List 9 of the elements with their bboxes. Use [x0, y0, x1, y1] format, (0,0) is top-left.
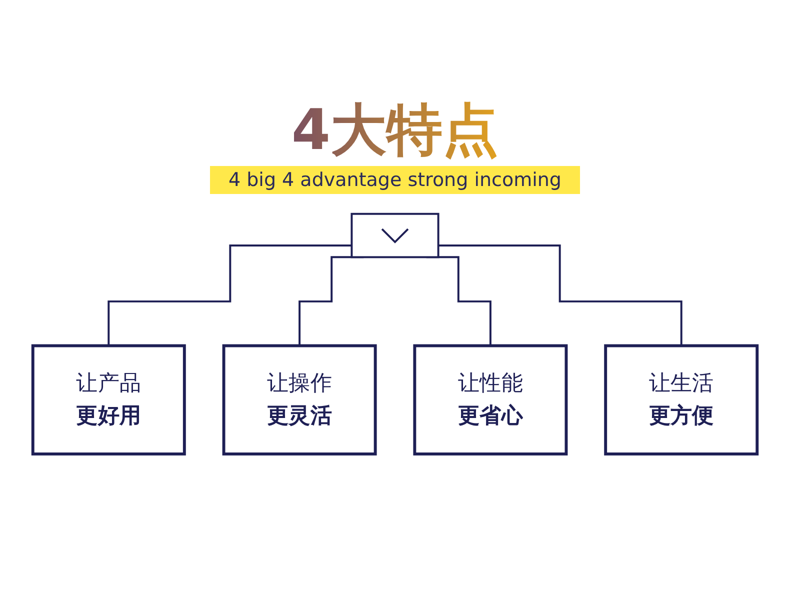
connector: [438, 244, 682, 346]
subtitle-banner: 4 big 4 advantage strong incoming: [210, 166, 580, 194]
node-box: 让生活 更方便: [604, 344, 759, 456]
node-box: 让性能 更省心: [413, 344, 568, 456]
title: 4大特点: [292, 100, 498, 162]
node-box: [350, 212, 440, 258]
node-box: 让产品 更好用: [31, 344, 186, 456]
connector: [108, 244, 352, 346]
node-box: 让操作 更灵活: [222, 344, 377, 456]
